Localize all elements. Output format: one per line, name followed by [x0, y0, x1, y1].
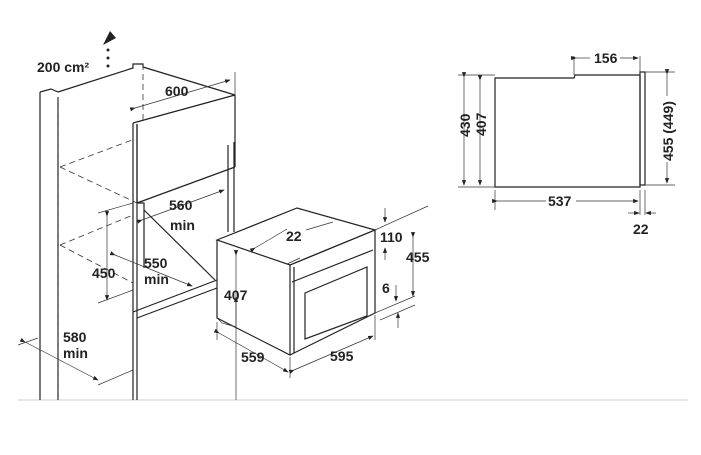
side-body-depth-label: 537: [548, 193, 572, 209]
oven-depth-label: 559: [241, 349, 265, 365]
oven-side-view: [494, 71, 646, 188]
ventilation-label: 200 cm²: [37, 59, 89, 75]
cabinet-depth-label: 580: [63, 329, 87, 345]
niche-height-label: 450: [92, 265, 116, 281]
oven-bottom-gap-label: 6: [382, 280, 390, 296]
niche-depth-label: 550: [144, 255, 168, 271]
niche-depth-min-label: min: [144, 271, 169, 287]
niche-width-min-label: min: [170, 217, 195, 233]
oven-width-label: 595: [330, 348, 354, 364]
ventilation-arrow-icon: [103, 31, 116, 68]
side-total-height-label: 430: [457, 113, 473, 137]
cabinet-depth-min-label: min: [63, 345, 88, 361]
side-front-thickness-label: 22: [633, 221, 649, 237]
side-body-height-label: 407: [473, 112, 489, 136]
oven-top-gap-label: 110: [380, 229, 403, 245]
side-panel-recess-label: 156: [594, 50, 618, 66]
oven-front-height-label: 455: [406, 249, 430, 265]
side-front-height-label: 455 (449): [660, 101, 676, 161]
oven-body-height-label: 407: [224, 287, 248, 303]
niche-width-label: 560: [169, 197, 193, 213]
oven-front-offset-label: 22: [286, 228, 302, 244]
oven-drawing: [215, 207, 377, 356]
cabinet-drawing: [39, 63, 236, 400]
cabinet-width-label: 600: [165, 83, 189, 99]
